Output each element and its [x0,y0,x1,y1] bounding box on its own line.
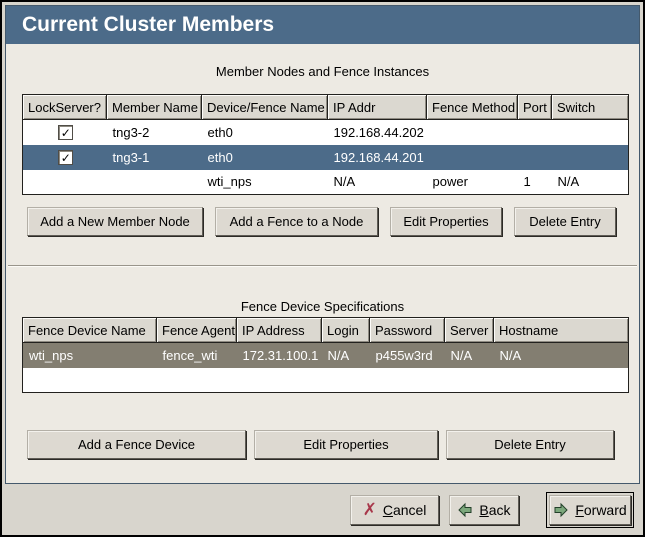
fence-table-header: Fence Device Name Fence Agent IP Address… [23,318,629,343]
switch-cell [552,120,629,145]
fence-table-empty-cell [23,368,629,393]
member-table-row[interactable]: ✓ tng3-1eth0192.168.44.201 [23,145,629,170]
ip-addr-cell: N/A [328,170,427,195]
forward-button-label: Forward [575,502,626,518]
member-button-row: Add a New Member Node Add a Fence to a N… [27,207,616,236]
port-cell: 1 [518,170,552,195]
member-table-row[interactable]: wti_npsN/Apower1N/A [23,170,629,195]
login-cell: N/A [322,343,370,368]
fence-table-row[interactable]: wti_npsfence_wti172.31.100.1N/Ap455w3rdN… [23,343,629,368]
col-member-name[interactable]: Member Name [107,95,202,120]
col-server[interactable]: Server [445,318,494,343]
device-fence-name-cell: wti_nps [202,170,328,195]
col-port[interactable]: Port [518,95,552,120]
fence-button-row: Add a Fence Device Edit Properties Delet… [27,430,614,459]
fence-table-tbody: wti_npsfence_wti172.31.100.1N/Ap455w3rdN… [23,343,629,393]
add-fence-to-node-button[interactable]: Add a Fence to a Node [215,207,378,236]
member-name-cell: tng3-1 [107,145,202,170]
content-area: Member Nodes and Fence Instances LockSer… [6,44,639,483]
device-fence-name-cell: eth0 [202,120,328,145]
col-fence-method[interactable]: Fence Method [427,95,518,120]
lockserver-cell: ✓ [23,145,107,170]
password-cell: p455w3rd [370,343,445,368]
fence-edit-properties-button[interactable]: Edit Properties [254,430,438,459]
fence-device-name-cell: wti_nps [23,343,157,368]
member-table: LockServer? Member Name Device/Fence Nam… [22,94,629,195]
back-button[interactable]: Back [449,495,519,525]
forward-button-focus-ring: Forward [546,492,634,528]
lockserver-checkbox[interactable]: ✓ [58,150,73,165]
member-table-tbody: ✓ tng3-2eth0192.168.44.202 ✓ tng3-1eth0192.… [23,120,629,195]
member-name-cell [107,170,202,195]
device-fence-name-cell: eth0 [202,145,328,170]
server-cell: N/A [445,343,494,368]
fence-table-empty-area [23,368,629,393]
cancel-button-label: Cancel [383,502,427,518]
port-cell [518,145,552,170]
col-lockserver[interactable]: LockServer? [23,95,107,120]
ip-address-cell: 172.31.100.1 [237,343,322,368]
member-delete-entry-button[interactable]: Delete Entry [514,207,616,236]
fence-delete-entry-button[interactable]: Delete Entry [446,430,614,459]
col-device-fence-name[interactable]: Device/Fence Name [202,95,328,120]
hostname-cell: N/A [494,343,629,368]
main-panel: Current Cluster Members Member Nodes and… [5,5,640,484]
arrow-left-icon [457,502,473,518]
page-title: Current Cluster Members [6,6,639,44]
port-cell [518,120,552,145]
switch-cell [552,145,629,170]
ip-addr-cell: 192.168.44.202 [328,120,427,145]
col-fence-device-name[interactable]: Fence Device Name [23,318,157,343]
add-member-node-button[interactable]: Add a New Member Node [27,207,203,236]
checkmark-icon: ✓ [61,151,71,165]
member-table-header: LockServer? Member Name Device/Fence Nam… [23,95,629,120]
cancel-x-icon: ✗ [363,502,377,518]
fence-agent-cell: fence_wti [157,343,237,368]
lockserver-cell [23,170,107,195]
lockserver-checkbox[interactable]: ✓ [58,125,73,140]
member-table-row[interactable]: ✓ tng3-2eth0192.168.44.202 [23,120,629,145]
lockserver-cell: ✓ [23,120,107,145]
ip-addr-cell: 192.168.44.201 [328,145,427,170]
fence-method-cell [427,120,518,145]
cancel-button[interactable]: ✗ Cancel [350,495,439,525]
section-separator [8,265,637,267]
fence-method-cell [427,145,518,170]
member-table-label: Member Nodes and Fence Instances [6,64,639,79]
col-hostname[interactable]: Hostname [494,318,629,343]
fence-method-cell: power [427,170,518,195]
add-fence-device-button[interactable]: Add a Fence Device [27,430,246,459]
fence-table-label: Fence Device Specifications [6,299,639,314]
col-ip-addr[interactable]: IP Addr [328,95,427,120]
col-login[interactable]: Login [322,318,370,343]
back-button-label: Back [479,502,510,518]
switch-cell: N/A [552,170,629,195]
member-name-cell: tng3-2 [107,120,202,145]
arrow-right-icon [553,502,569,518]
wizard-footer: ✗ Cancel Back Forward [2,484,643,535]
forward-button[interactable]: Forward [549,495,631,525]
col-password[interactable]: Password [370,318,445,343]
col-ip-address[interactable]: IP Address [237,318,322,343]
member-edit-properties-button[interactable]: Edit Properties [390,207,502,236]
fence-device-table: Fence Device Name Fence Agent IP Address… [22,317,629,393]
col-switch[interactable]: Switch [552,95,629,120]
checkmark-icon: ✓ [61,126,71,140]
col-fence-agent[interactable]: Fence Agent [157,318,237,343]
